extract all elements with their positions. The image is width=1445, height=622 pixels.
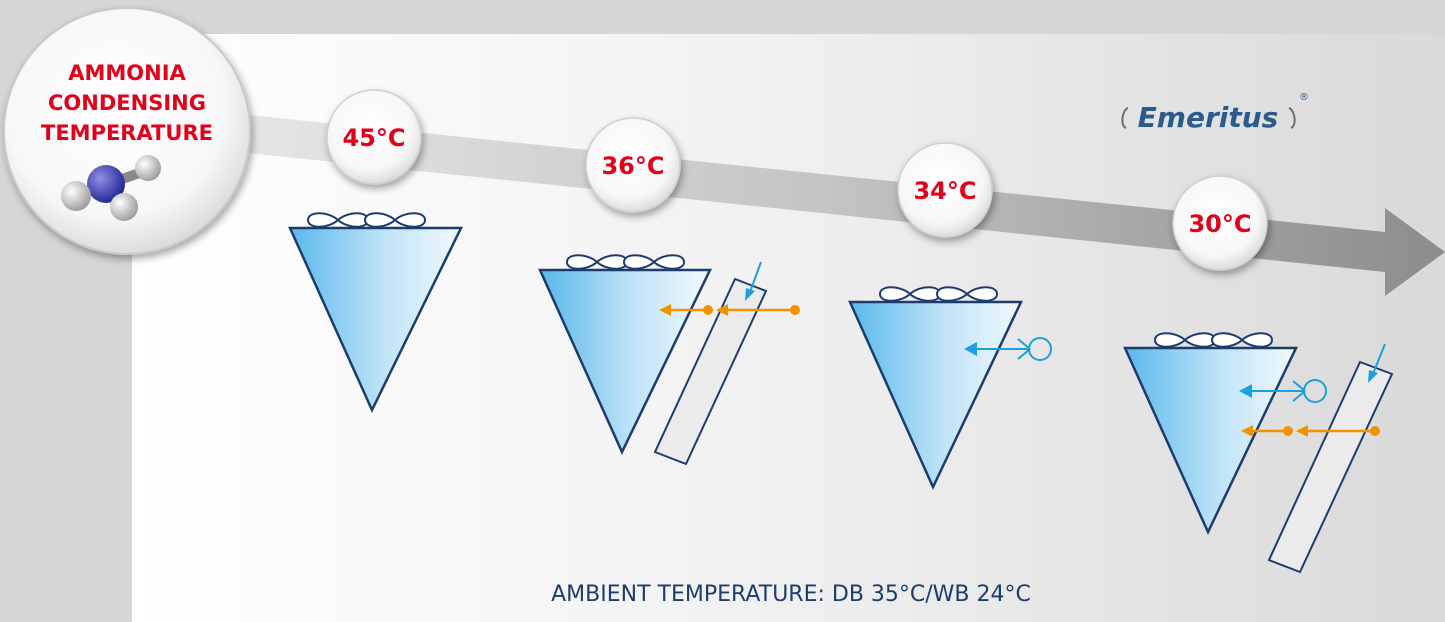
- airflow-arrow: [1241, 425, 1380, 437]
- adiabatic-pad: [1267, 360, 1394, 574]
- stage-1: 45°C: [288, 89, 464, 413]
- condenser-cone: [1123, 346, 1298, 535]
- spray-nozzle-icon: [1239, 379, 1327, 403]
- stage-2: 36°C: [538, 117, 800, 466]
- water-arrow: [1368, 343, 1386, 383]
- title-line-3: TEMPERATURE: [41, 121, 213, 145]
- adiabatic-pad: [653, 277, 768, 466]
- temperature-label: 36°C: [601, 152, 664, 180]
- stage-3: 34°C: [848, 142, 1052, 490]
- brand-logo: Emeritus ®: [1121, 92, 1309, 134]
- registered-mark: ®: [1299, 92, 1309, 103]
- title-line-2: CONDENSING: [48, 91, 206, 115]
- condenser-cone: [538, 268, 712, 455]
- stage-4: 30°C: [1123, 175, 1394, 574]
- ammonia-molecule-icon: [61, 155, 161, 221]
- temperature-label: 45°C: [342, 124, 405, 152]
- temperature-badge: [585, 117, 681, 213]
- trend-arrow: [200, 110, 1445, 296]
- condenser-cone: [288, 226, 464, 413]
- temperature-badge: [897, 142, 993, 238]
- title-line-1: AMMONIA: [68, 61, 186, 85]
- water-arrow: [745, 261, 762, 301]
- temperature-badge: [326, 89, 422, 185]
- airflow-arrow: [659, 304, 800, 316]
- spray-nozzle-icon: [964, 337, 1052, 361]
- temperature-label: 34°C: [913, 177, 976, 205]
- temperature-badge: [1172, 175, 1268, 271]
- ambient-temperature-caption: AMBIENT TEMPERATURE: DB 35°C/WB 24°C: [551, 582, 1031, 607]
- brand-name: Emeritus: [1138, 101, 1279, 134]
- temperature-label: 30°C: [1188, 210, 1251, 238]
